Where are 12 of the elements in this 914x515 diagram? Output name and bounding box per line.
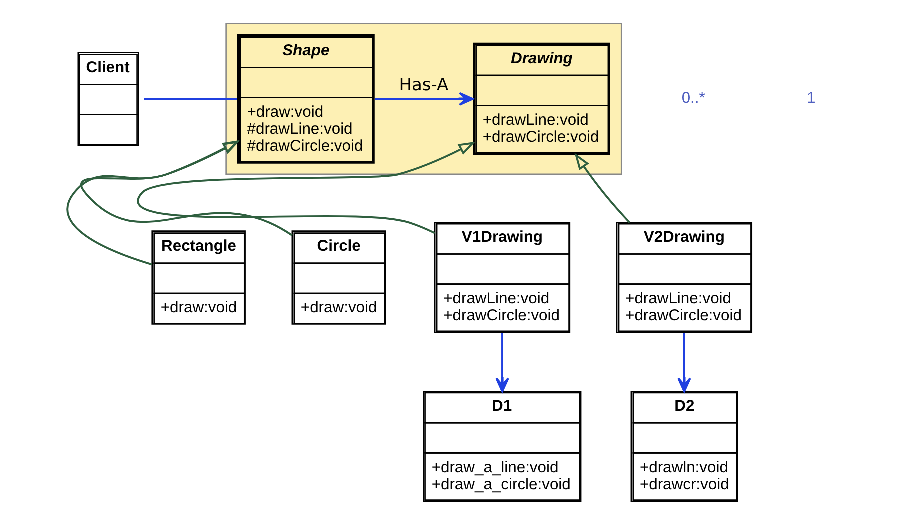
arrow — [374, 92, 474, 106]
cluster — [226, 23, 622, 176]
label: 0..* — [682, 90, 706, 108]
arrow — [66, 140, 240, 266]
arrow — [678, 333, 692, 393]
edge-label: Has-A — [399, 75, 449, 96]
arrow — [138, 142, 476, 234]
connector — [144, 98, 238, 100]
arrow — [496, 333, 510, 393]
arrow — [80, 140, 293, 236]
label: 1 — [807, 90, 816, 108]
arrow — [574, 153, 630, 224]
